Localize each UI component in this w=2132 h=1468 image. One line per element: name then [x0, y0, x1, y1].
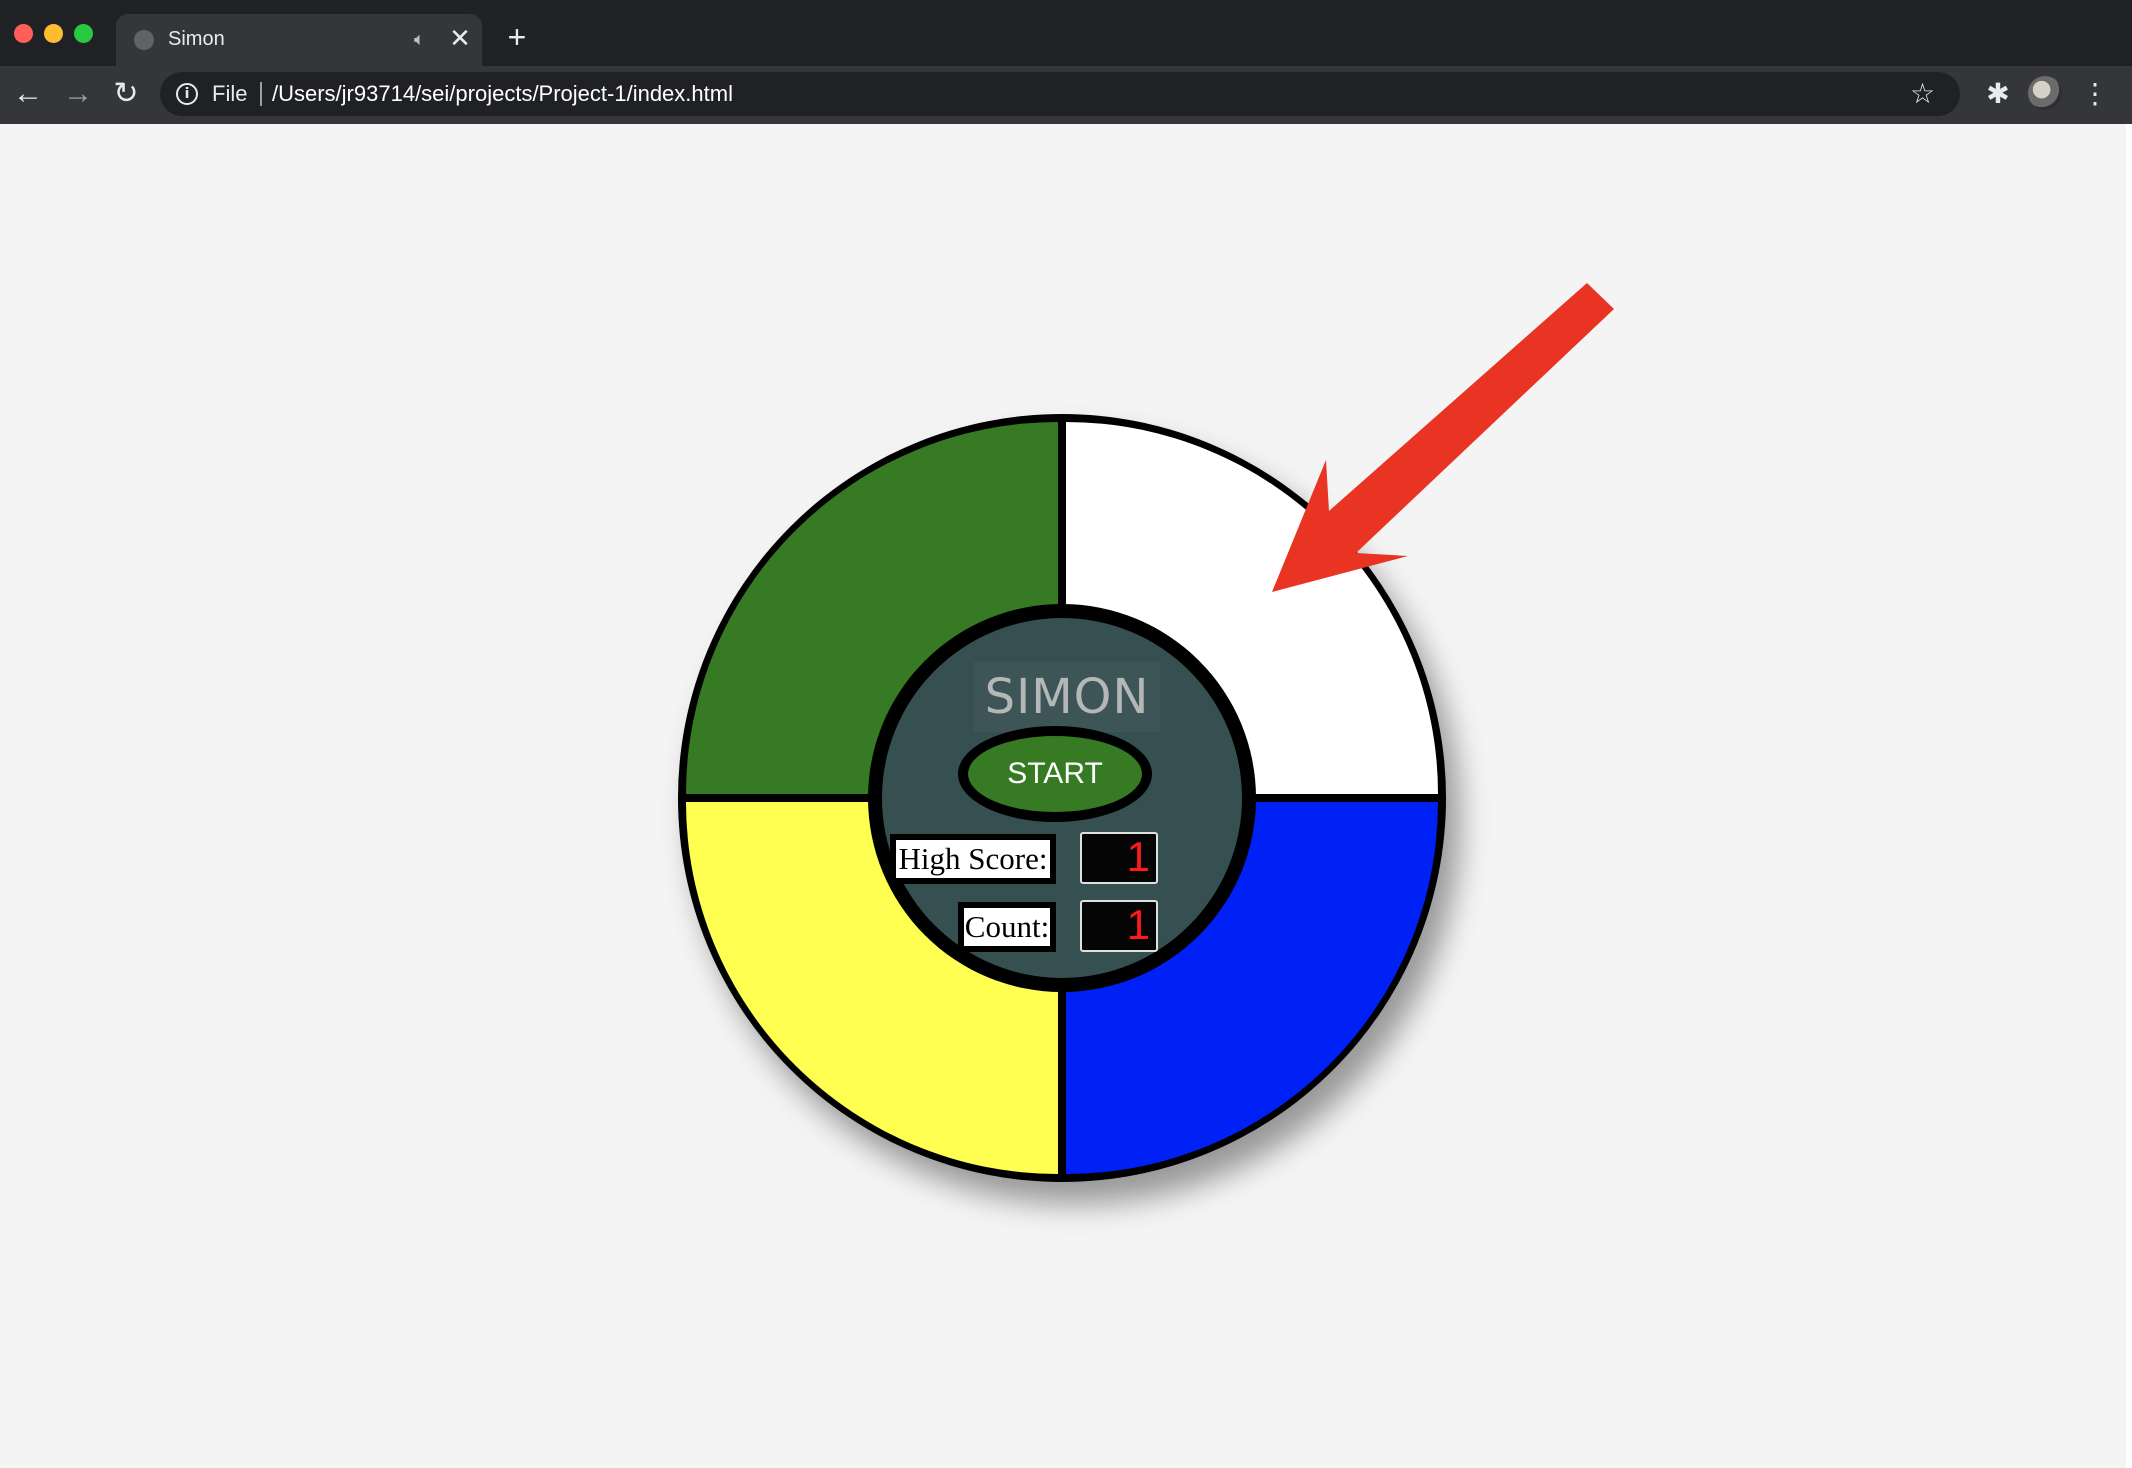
back-button[interactable]: ←: [8, 74, 48, 114]
viewport-edge: [2126, 124, 2132, 1468]
address-scheme-label: File: [212, 81, 248, 106]
window-close-button[interactable]: [14, 24, 33, 43]
count-label: Count:: [958, 902, 1056, 952]
info-icon[interactable]: i: [176, 83, 198, 105]
simon-board: SIMON START High Score: 1 Count: 1: [678, 414, 1446, 1182]
puzzle-icon[interactable]: ✱: [1986, 78, 2010, 109]
speaker-icon[interactable]: 🔈︎: [414, 29, 425, 49]
address-separator: [260, 82, 262, 106]
arrow-right-icon: →: [63, 77, 93, 110]
new-tab-button[interactable]: +: [500, 20, 534, 54]
arrow-left-icon: ←: [13, 77, 43, 110]
close-icon[interactable]: ✕: [449, 23, 471, 53]
globe-icon: [134, 30, 154, 50]
reload-button[interactable]: ↻: [106, 74, 146, 114]
count-value: 1: [1080, 900, 1158, 952]
address-url[interactable]: /Users/jr93714/sei/projects/Project-1/in…: [272, 81, 733, 106]
window-minimize-button[interactable]: [44, 24, 63, 43]
window-zoom-button[interactable]: [74, 24, 93, 43]
plus-icon: +: [507, 19, 527, 55]
center-console-face: SIMON START High Score: 1 Count: 1: [882, 618, 1242, 978]
center-console: SIMON START High Score: 1 Count: 1: [868, 604, 1256, 992]
forward-button[interactable]: →: [58, 74, 98, 114]
reload-icon: ↻: [113, 77, 139, 110]
avatar[interactable]: [2028, 76, 2062, 110]
high-score-label: High Score:: [890, 834, 1056, 884]
simon-logo: SIMON: [974, 662, 1160, 732]
address-bar[interactable]: i File /Users/jr93714/sei/projects/Proje…: [160, 72, 1960, 116]
start-button[interactable]: START: [958, 726, 1152, 822]
high-score-value: 1: [1080, 832, 1158, 884]
browser-window-chrome: Simon 🔈︎ ✕ + ← → ↻ i File /Users/jr93714…: [0, 0, 2132, 124]
tab-title: Simon: [168, 28, 225, 50]
tab-simon[interactable]: Simon 🔈︎ ✕: [116, 14, 482, 66]
kebab-menu-icon[interactable]: ⋮: [2081, 78, 2109, 109]
tab-strip: Simon 🔈︎ ✕ +: [0, 0, 2132, 66]
browser-toolbar: ← → ↻ i File /Users/jr93714/sei/projects…: [0, 66, 2132, 124]
star-icon[interactable]: ☆: [1910, 78, 1936, 109]
